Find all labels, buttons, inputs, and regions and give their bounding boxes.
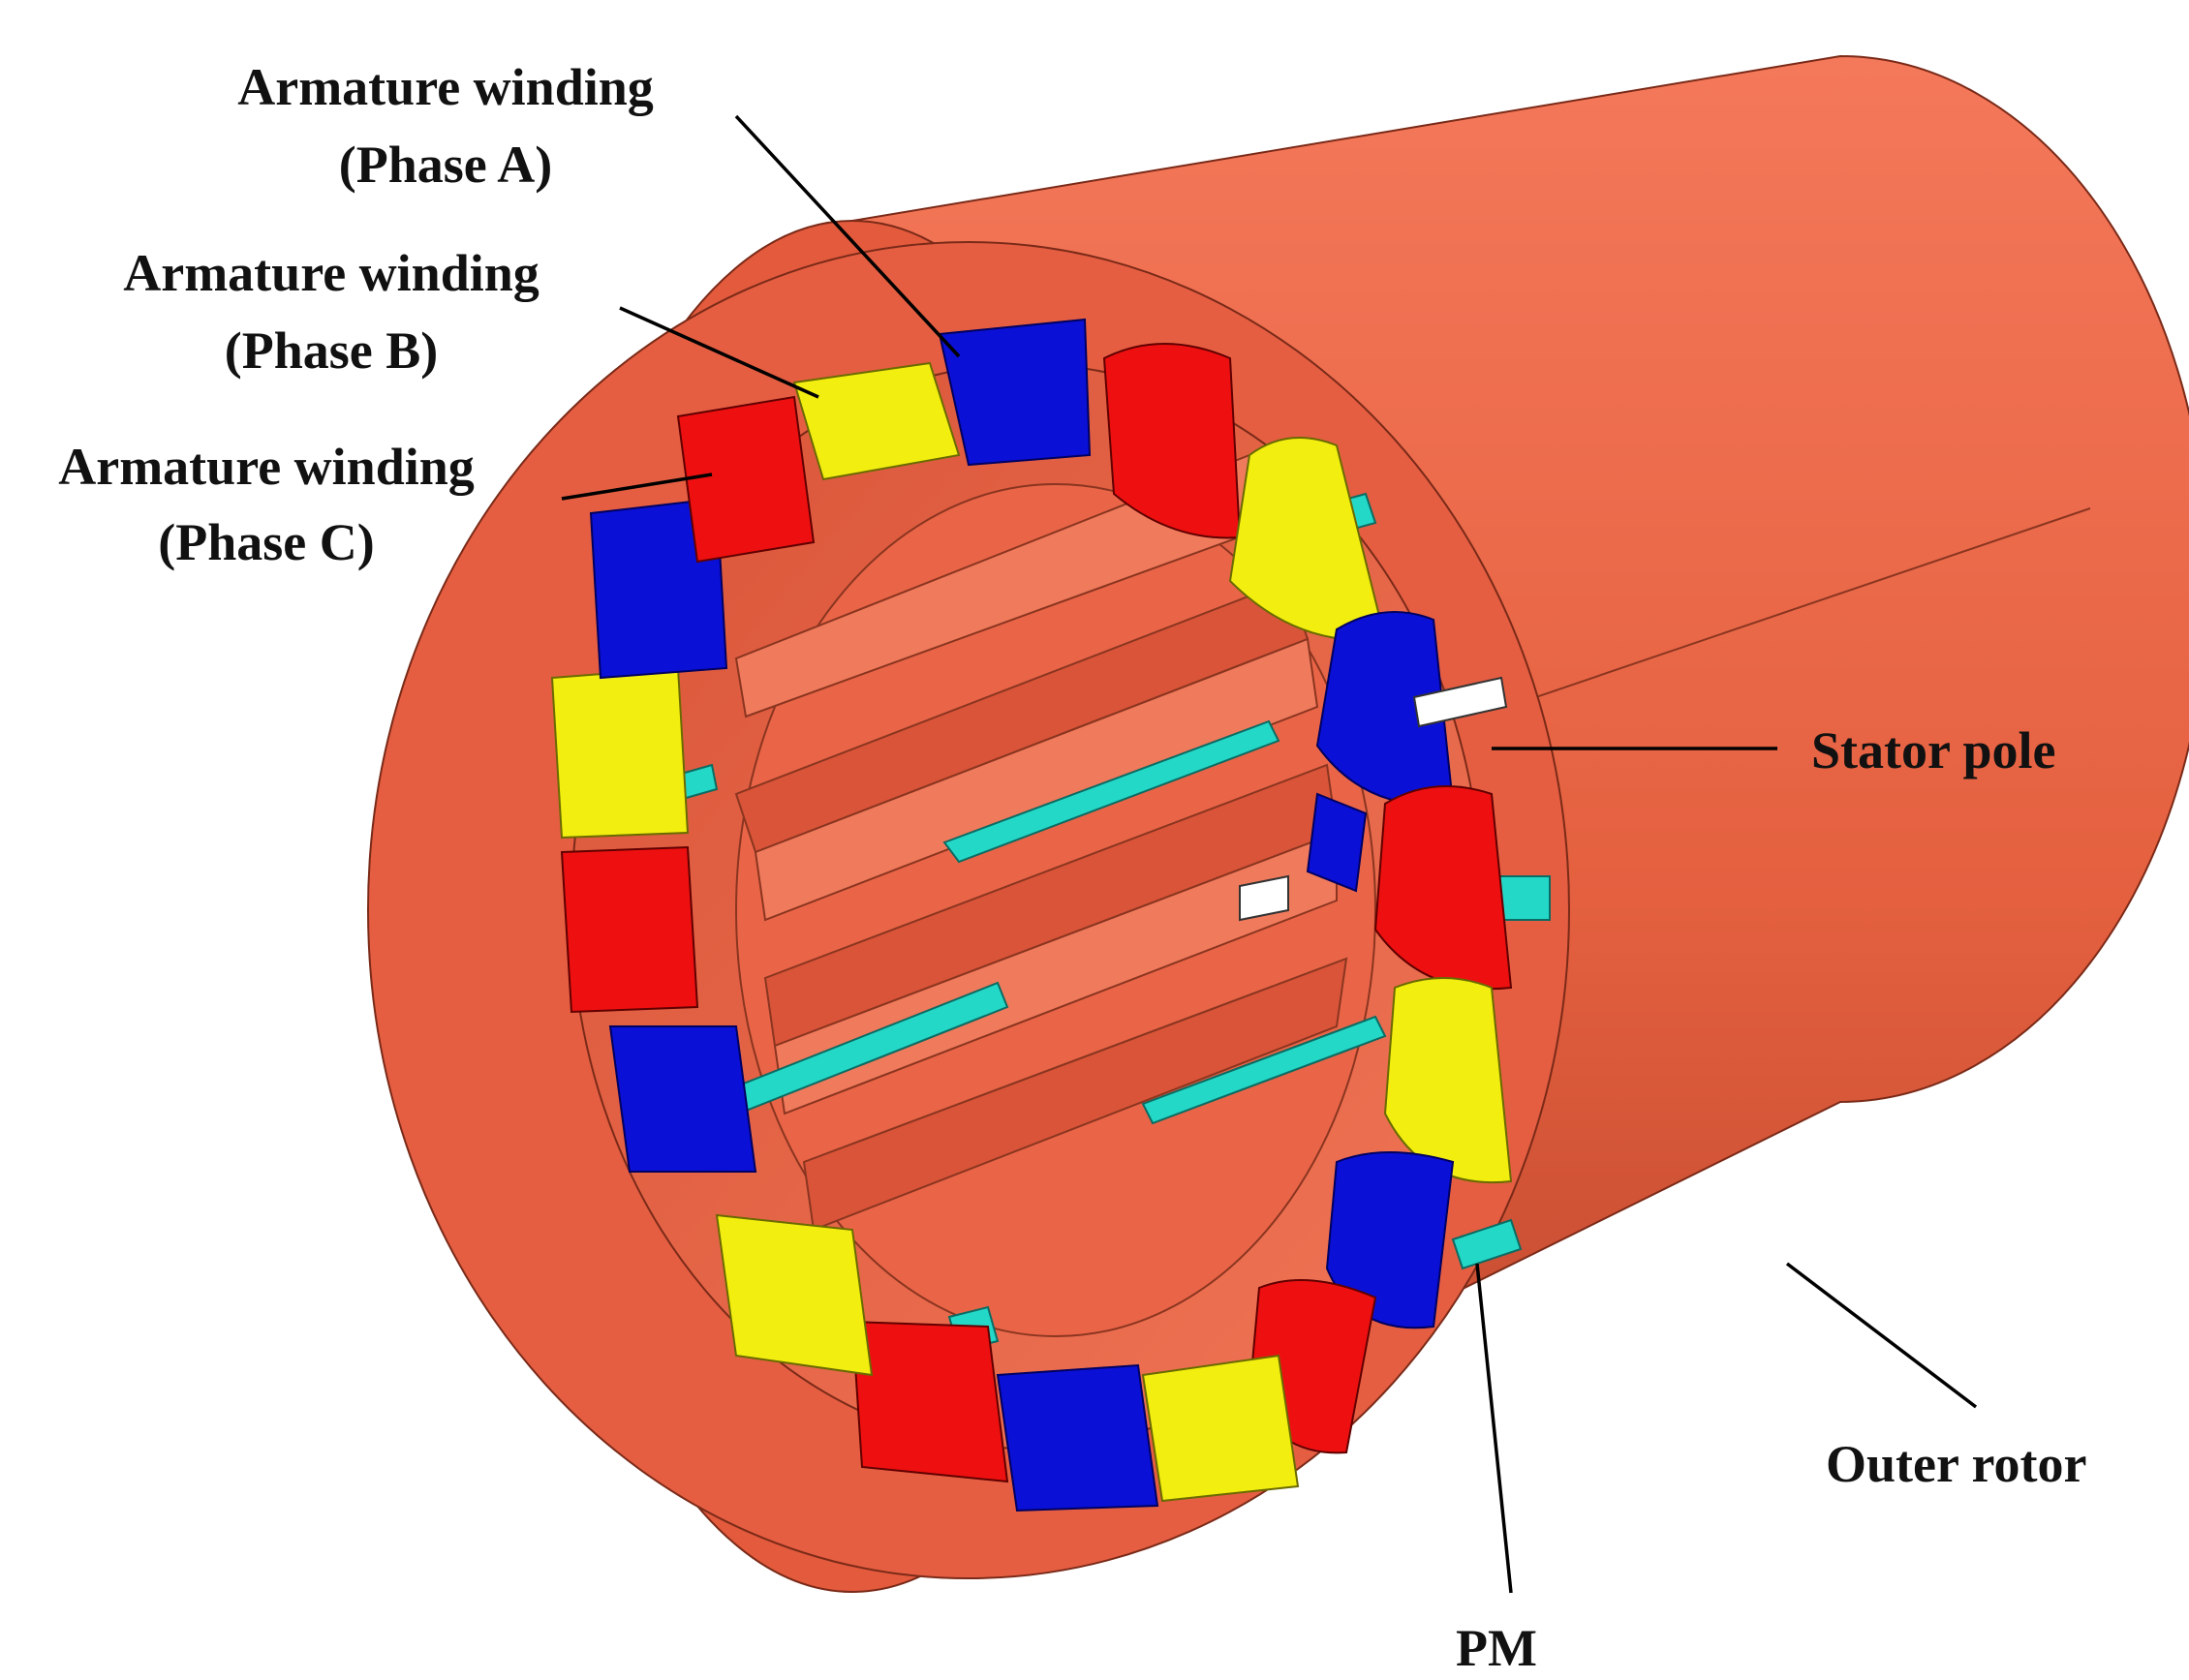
winding-phase-b xyxy=(792,361,961,481)
label-stator-pole: Stator pole xyxy=(1811,721,2056,779)
leader-pm xyxy=(1475,1263,1513,1594)
winding-phase-b xyxy=(715,1213,874,1377)
winding-phase-c xyxy=(560,845,699,1014)
winding-phase-c xyxy=(850,1320,1009,1483)
label-phase-a-line2: (Phase A) xyxy=(339,136,552,194)
pm-strip xyxy=(942,719,1280,864)
leader-phase-b xyxy=(619,306,819,399)
leader-phase-c xyxy=(561,473,713,501)
label-phase-b-line1: Armature winding xyxy=(123,244,540,302)
pm-block xyxy=(1451,1218,1523,1270)
armature-windings xyxy=(550,318,1513,1512)
leader-outer-rotor xyxy=(1785,1262,1978,1409)
winding-phase-a xyxy=(938,318,1092,467)
pm-strip xyxy=(1141,1015,1387,1125)
labels: Armature winding (Phase A) Armature wind… xyxy=(58,58,2086,1677)
label-outer-rotor: Outer rotor xyxy=(1826,1435,2086,1493)
winding-phase-c xyxy=(676,395,816,564)
winding-phase-a xyxy=(589,497,728,680)
label-phase-a-line1: Armature winding xyxy=(237,58,654,116)
winding-phase-b xyxy=(550,666,690,840)
winding-phase-b xyxy=(1141,1354,1300,1503)
label-phase-b-line2: (Phase B) xyxy=(225,321,438,380)
winding-phase-a xyxy=(608,1025,757,1173)
label-phase-c-line2: (Phase C) xyxy=(158,513,374,571)
label-phase-c-line1: Armature winding xyxy=(58,438,475,496)
leader-lines xyxy=(561,114,1978,1594)
winding-phase-a xyxy=(996,1363,1159,1512)
label-pm: PM xyxy=(1456,1619,1537,1677)
winding-phase-b xyxy=(1383,977,1513,1184)
winding-phase-c xyxy=(1373,785,1513,991)
leader-phase-a xyxy=(734,114,961,358)
